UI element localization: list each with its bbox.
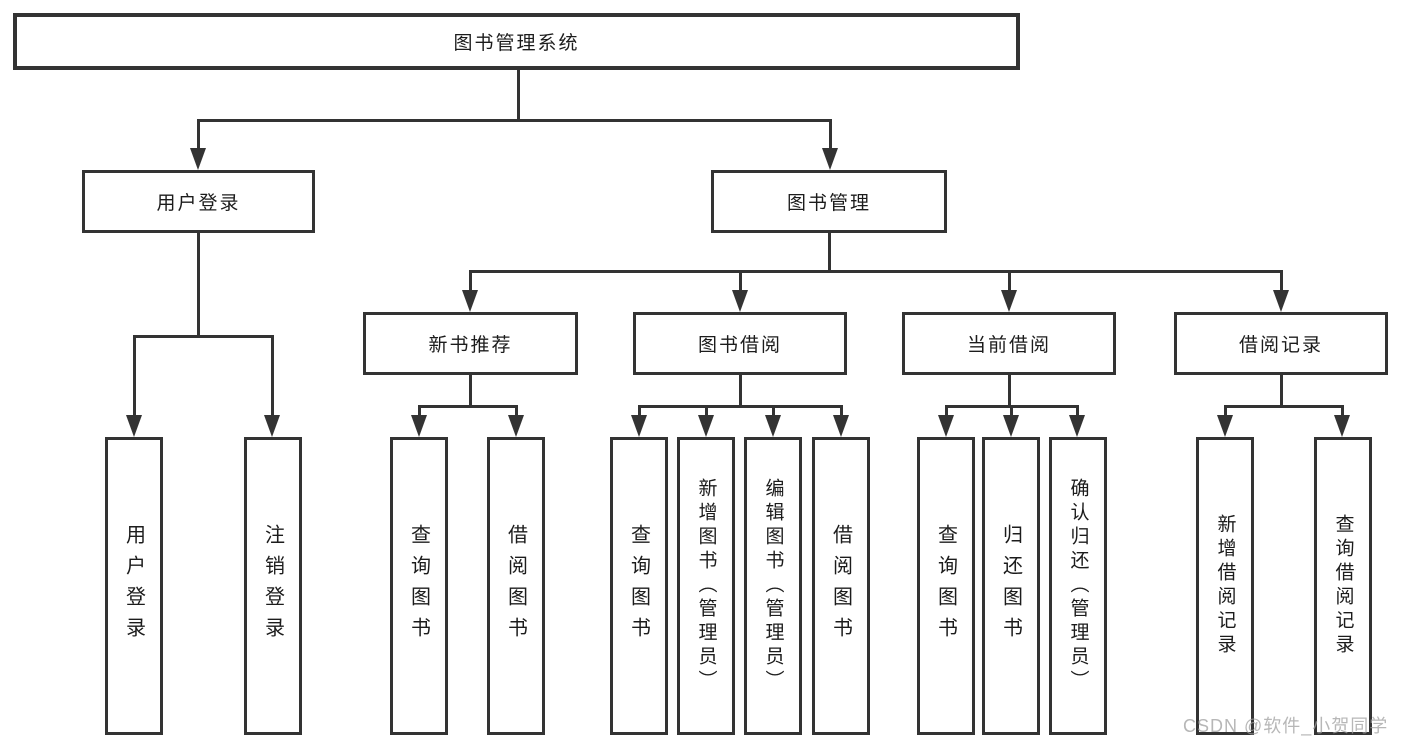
leaf-confirm-return-admin: 确认归还（管理员） (1049, 437, 1107, 735)
arrow-down-icon (822, 148, 838, 170)
csdn-watermark: CSDN @软件_小贺同学 (1183, 716, 1389, 736)
node-library-management-system: 图书管理系统 (13, 13, 1020, 70)
connector-drop (772, 405, 775, 417)
connector-branch (133, 335, 274, 338)
connector-drop (1010, 405, 1013, 417)
arrow-down-icon (1217, 415, 1233, 437)
arrow-down-icon (938, 415, 954, 437)
node-current-borrowing: 当前借阅 (902, 312, 1116, 375)
connector-stem (739, 375, 742, 407)
leaf-return-books: 归还图书 (982, 437, 1040, 735)
connector-branch (418, 405, 518, 408)
leaf-query-books-borrowing: 查询图书 (610, 437, 668, 735)
node-label: 图书管理系统 (453, 33, 580, 54)
arrow-down-icon (190, 148, 206, 170)
arrow-down-icon (732, 290, 748, 312)
leaf-logout: 注销登录 (244, 437, 302, 735)
node-new-book-recommend: 新书推荐 (363, 312, 578, 375)
leaf-edit-books-admin: 编辑图书（管理员） (744, 437, 802, 735)
connector-drop (840, 405, 843, 417)
arrow-down-icon (1273, 290, 1289, 312)
node-label: 新书推荐 (428, 335, 513, 356)
node-borrowing-records: 借阅记录 (1174, 312, 1388, 375)
arrow-down-icon (1069, 415, 1085, 437)
connector-drop (271, 335, 274, 416)
connector-drop (945, 405, 948, 417)
node-label: 借阅记录 (1238, 335, 1323, 356)
arrow-down-icon (698, 415, 714, 437)
connector-drop (133, 335, 136, 416)
connector-stem (469, 375, 472, 407)
connector-branch (1224, 405, 1344, 408)
leaf-add-borrow-record: 新增借阅记录 (1196, 437, 1254, 735)
arrow-down-icon (1334, 415, 1350, 437)
arrow-down-icon (411, 415, 427, 437)
arrow-down-icon (631, 415, 647, 437)
connector-drop (1008, 270, 1011, 292)
node-book-management: 图书管理 (711, 170, 947, 233)
connector-stem (1280, 375, 1283, 407)
connector-drop (1341, 405, 1344, 417)
connector-drop (515, 405, 518, 417)
arrow-down-icon (508, 415, 524, 437)
arrow-down-icon (462, 290, 478, 312)
leaf-add-books-admin: 新增图书（管理员） (677, 437, 735, 735)
connector-branch (197, 119, 832, 122)
connector-branch (469, 270, 1283, 273)
connector-drop (1280, 270, 1283, 292)
arrow-down-icon (833, 415, 849, 437)
connector-drop (197, 119, 200, 150)
connector-stem (1008, 375, 1011, 407)
arrow-down-icon (264, 415, 280, 437)
node-label: 图书借阅 (697, 335, 782, 356)
arrow-down-icon (1001, 290, 1017, 312)
node-book-borrowing: 图书借阅 (633, 312, 847, 375)
connector-stem (828, 233, 831, 273)
connector-branch (638, 405, 843, 408)
node-label: 当前借阅 (966, 335, 1051, 356)
node-user-login-group: 用户登录 (82, 170, 315, 233)
arrow-down-icon (765, 415, 781, 437)
arrow-down-icon (126, 415, 142, 437)
connector-stem (517, 70, 520, 121)
connector-drop (469, 270, 472, 292)
connector-drop (1224, 405, 1227, 417)
connector-drop (739, 270, 742, 292)
connector-drop (829, 119, 832, 150)
connector-drop (418, 405, 421, 417)
leaf-borrow-books: 借阅图书 (812, 437, 870, 735)
arrow-down-icon (1003, 415, 1019, 437)
leaf-query-books-recommend: 查询图书 (390, 437, 448, 735)
connector-drop (638, 405, 641, 417)
node-label: 图书管理 (786, 193, 871, 214)
leaf-query-borrow-record: 查询借阅记录 (1314, 437, 1372, 735)
connector-drop (705, 405, 708, 417)
leaf-user-login: 用户登录 (105, 437, 163, 735)
node-label: 用户登录 (156, 193, 241, 214)
connector-drop (1076, 405, 1079, 417)
connector-stem (197, 233, 200, 337)
leaf-query-books-current: 查询图书 (917, 437, 975, 735)
leaf-borrow-books-recommend: 借阅图书 (487, 437, 545, 735)
